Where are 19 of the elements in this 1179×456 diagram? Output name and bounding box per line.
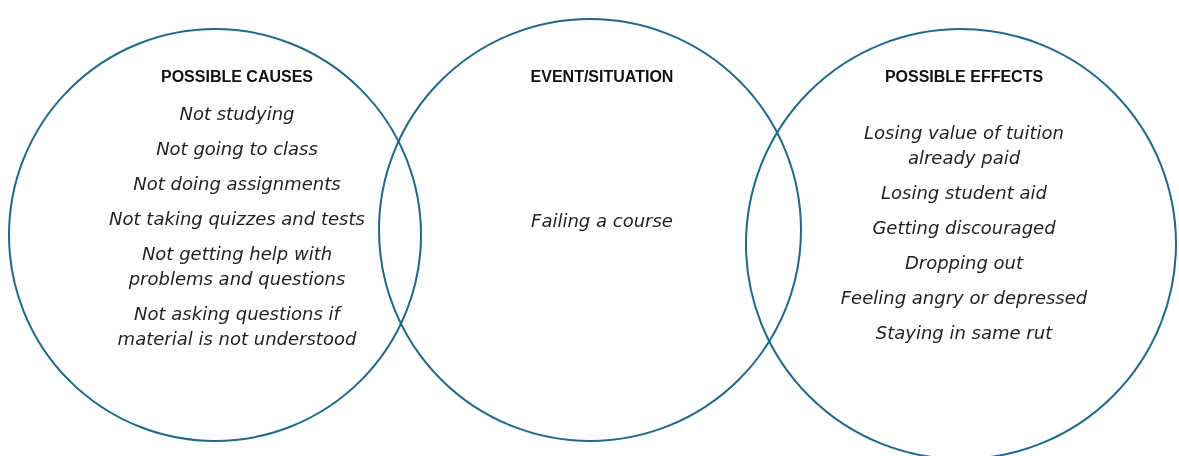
list-item: Not asking questions if material is not understood — [116, 302, 358, 351]
list-item: Failing a course — [531, 209, 673, 233]
list-item: Not going to class — [156, 137, 318, 161]
section-heading: EVENT/SITUATION — [530, 68, 674, 86]
list-item: Not getting help with problems and questions — [127, 242, 347, 291]
venn-circle — [378, 18, 802, 442]
list-item: Feeling angry or depressed — [840, 286, 1088, 310]
list-item: Not doing assignments — [133, 172, 341, 196]
section-heading: POSSIBLE CAUSES — [161, 68, 313, 86]
list-item: Losing value of tuition already paid — [863, 121, 1065, 170]
list-item: Not studying — [179, 102, 295, 126]
list-item: Getting discouraged — [872, 216, 1056, 240]
list-item: Dropping out — [904, 251, 1024, 275]
list-item: Losing student aid — [881, 181, 1047, 205]
venn-circle — [745, 28, 1177, 456]
venn-circle — [8, 28, 422, 442]
list-item: Not taking quizzes and tests — [109, 207, 365, 231]
list-item: Staying in same rut — [875, 321, 1053, 345]
section-heading: POSSIBLE EFFECTS — [884, 68, 1044, 86]
